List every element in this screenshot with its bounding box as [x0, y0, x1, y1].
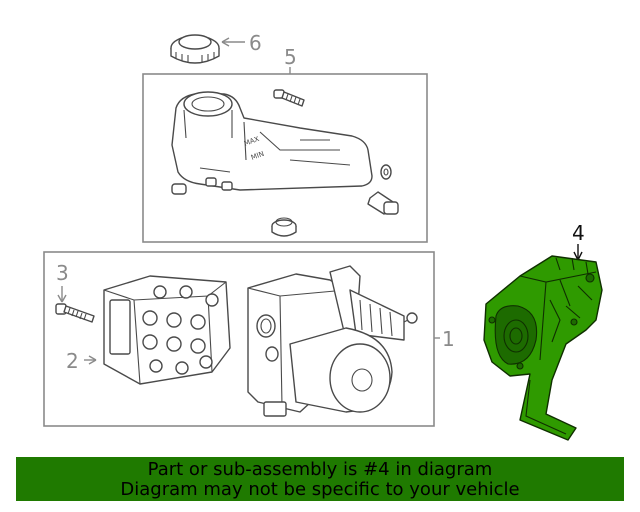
callout-3: 3	[56, 261, 69, 285]
arrow-2	[88, 355, 97, 365]
part-5-sensor[interactable]	[367, 191, 399, 215]
part-5-grommet[interactable]	[380, 164, 392, 180]
part-5-reservoir[interactable]: MAX MIN	[171, 91, 373, 195]
arrow-3	[57, 294, 67, 303]
part-2-abs-valve-block[interactable]	[103, 275, 231, 385]
callout-2: 2	[66, 349, 79, 373]
banner-line-2: Diagram may not be specific to your vehi…	[120, 479, 520, 500]
part-1-abs-pump-assembly[interactable]	[247, 265, 418, 417]
callout-1: 1	[442, 327, 455, 351]
info-banner: Part or sub-assembly is #4 in diagram Di…	[16, 457, 624, 501]
part-5-bolt[interactable]	[273, 89, 305, 107]
part-6-reservoir-cap[interactable]	[170, 34, 220, 64]
banner-line-1: Part or sub-assembly is #4 in diagram	[147, 459, 493, 480]
arrow-6	[221, 37, 230, 47]
callout-5: 5	[284, 45, 297, 69]
part-4-mounting-bracket[interactable]	[483, 255, 603, 441]
part-1-frame	[43, 251, 435, 427]
callout-6: 6	[249, 31, 262, 55]
arrow-4	[573, 251, 583, 261]
part-5-frame	[142, 73, 428, 243]
callout-4: 4	[572, 221, 585, 245]
part-3-bolt[interactable]	[55, 303, 95, 323]
part-5-seal[interactable]	[271, 217, 297, 237]
